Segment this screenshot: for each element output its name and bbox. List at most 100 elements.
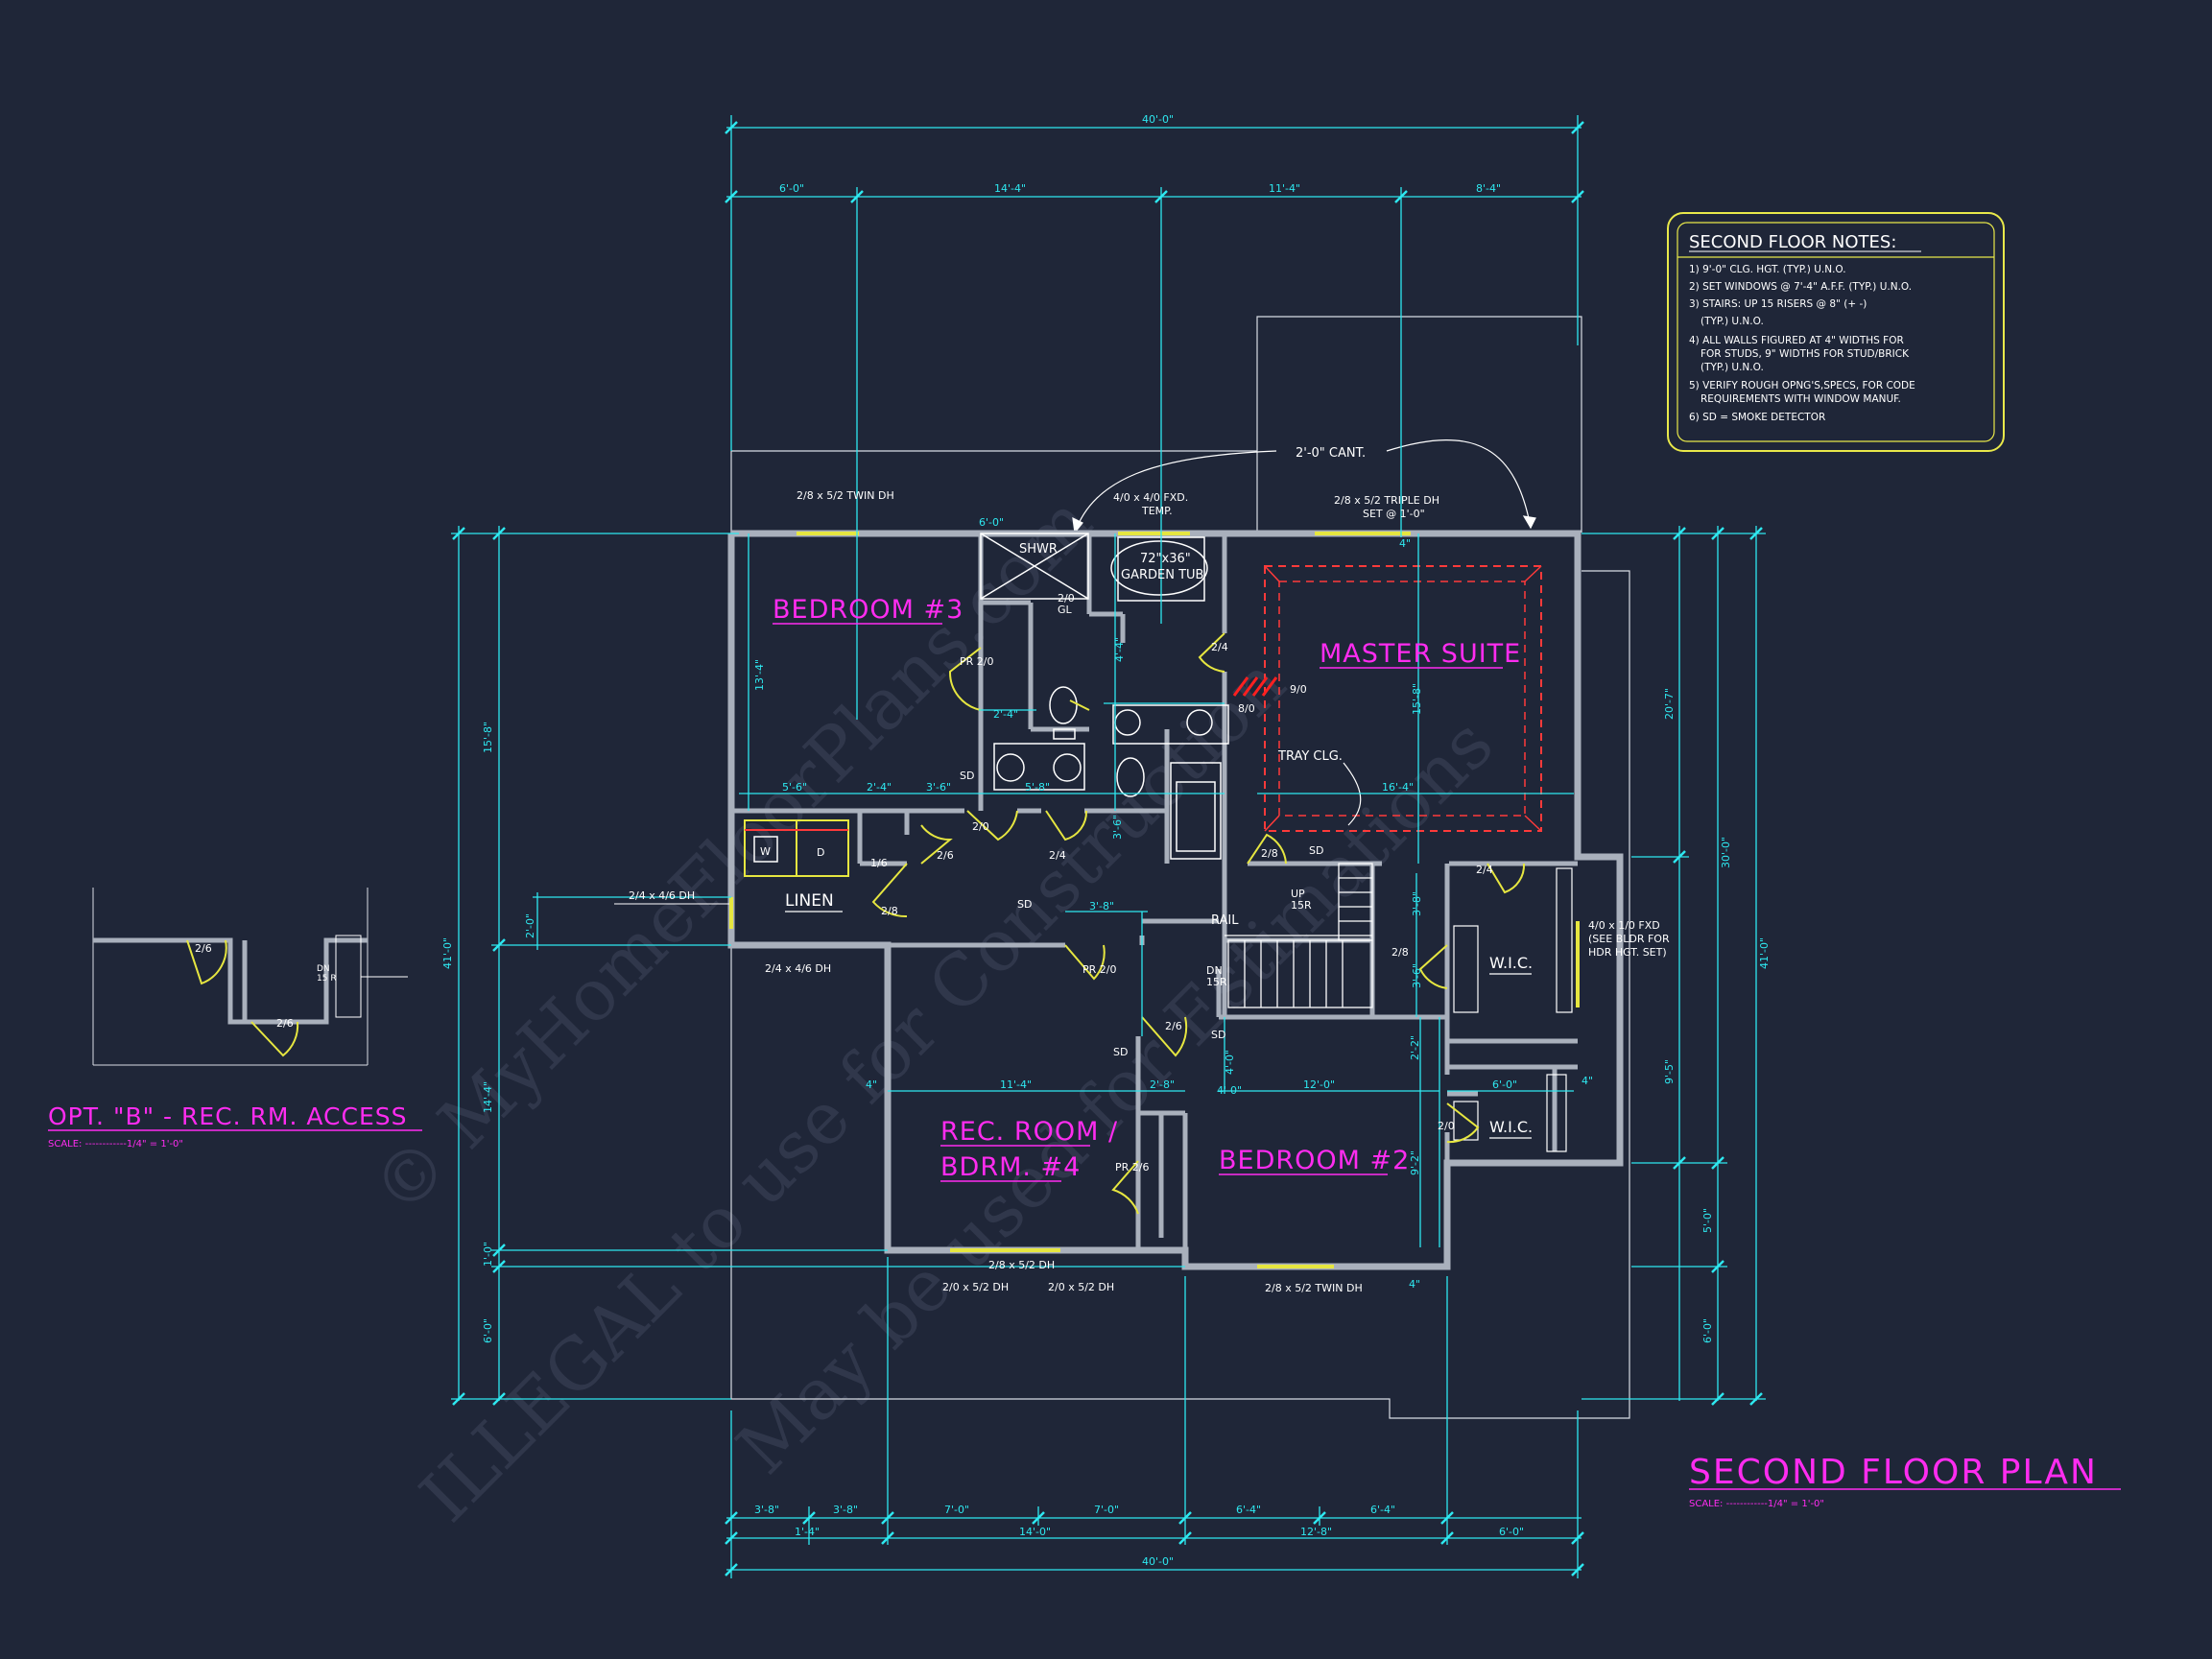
bedroom2-label: BEDROOM #2	[1219, 1146, 1410, 1175]
bot-dim-2: 3'-8"	[833, 1504, 858, 1516]
note-5b: REQUIREMENTS WITH WINDOW MANUF.	[1701, 393, 1901, 405]
sd-3: SD	[960, 770, 974, 782]
dimension-lines	[451, 115, 1766, 1578]
right-dim-1: 20'-7"	[1663, 688, 1676, 720]
int-dim-22: 4"	[1582, 1075, 1593, 1087]
door-26a: 2/6	[937, 849, 954, 862]
laundry-appliances: W D	[744, 819, 849, 877]
overall-bottom-dim: 40'-0"	[1142, 1555, 1174, 1568]
top-dim-4: 8'-4"	[1476, 182, 1501, 195]
int-dim-3: 16'-4"	[1382, 781, 1414, 794]
left-outer-dim: 41'-0"	[441, 937, 454, 969]
door-28c: 2/8	[881, 905, 898, 917]
int-dim-1: 13'-4"	[753, 659, 766, 691]
dimension-ticks	[452, 121, 1763, 1576]
door-20c: 2/0	[1438, 1120, 1455, 1132]
cant-label: 2'-0" CANT.	[1296, 446, 1366, 461]
sd-5: SD	[1211, 1029, 1225, 1041]
win-left: 2/4 x 4/6 DH	[629, 889, 695, 902]
note-5: 5) VERIFY ROUGH OPNG'S,SPECS, FOR CODE	[1689, 380, 1915, 391]
int-dim-7: 5'-8"	[1025, 781, 1050, 794]
int-dim-17: 2'-2"	[1409, 1035, 1421, 1060]
bedroom3-label: BEDROOM #3	[773, 595, 963, 625]
tub-label-1: 72"x36"	[1140, 552, 1191, 566]
rail-label: RAIL	[1211, 913, 1239, 928]
int-dim-11: 3'-6"	[1111, 815, 1124, 840]
closet-shelves	[1453, 867, 1573, 1152]
top-dim-1: 6'-0"	[779, 182, 804, 195]
win-top-mid2: TEMP.	[1141, 505, 1173, 517]
int-dim-23: 4"	[1409, 1278, 1420, 1291]
sd-1: SD	[1017, 898, 1032, 911]
windows	[729, 532, 1580, 1268]
door-80: 8/0	[1238, 702, 1255, 715]
sd-2: SD	[1309, 844, 1323, 857]
win-right2: (SEE BLDR FOR	[1588, 933, 1670, 945]
wic-label-2: W.I.C.	[1489, 1118, 1533, 1136]
rec-room-label-1: REC. ROOM /	[940, 1117, 1118, 1147]
note-6: 6) SD = SMOKE DETECTOR	[1689, 412, 1825, 423]
right-dim-5: 6'-0"	[1701, 1318, 1714, 1343]
dryer-label: D	[817, 846, 824, 859]
int-dim-15: 4'-0"	[1224, 1050, 1236, 1075]
note-4: 4) ALL WALLS FIGURED AT 4" WIDTHS FOR	[1689, 335, 1904, 346]
wic-label-1: W.I.C.	[1489, 954, 1533, 972]
int-dim-19: 3'-8"	[1411, 891, 1423, 916]
stairs	[1225, 863, 1373, 1008]
room-labels: BEDROOM #3 MASTER SUITE REC. ROOM / BDRM…	[773, 595, 1521, 1182]
door-pr-1: PR 2/0	[960, 655, 993, 668]
bot-dim-3: 7'-0"	[944, 1504, 969, 1516]
bot-dim-6: 6'-4"	[1370, 1504, 1395, 1516]
dimension-labels: 40'-0" 40'-0" 6'-0" 14'-4" 11'-4" 8'-4" …	[441, 113, 1771, 1568]
door-20a: 2/0	[972, 820, 989, 833]
window-callouts: 2/8 x 5/2 TWIN DH 4/0 x 4/0 FXD. TEMP. 2…	[629, 489, 1670, 1294]
left-dim-1: 15'-8"	[482, 722, 494, 753]
note-3: 3) STAIRS: UP 15 RISERS @ 8" (+ -)	[1689, 298, 1867, 310]
door-tags: PR 2/0 PR 2/0 PR 2/6 2/4 2/4 2/4 2/0 2/0…	[870, 592, 1493, 1173]
int-dim-26: 4'-0"	[1217, 1084, 1242, 1097]
int-dim-16: 6'-0"	[1492, 1078, 1517, 1091]
top-dim-3: 11'-4"	[1269, 182, 1300, 195]
overall-top-dim: 40'-0"	[1142, 113, 1174, 126]
bot-dim-4: 7'-0"	[1094, 1504, 1119, 1516]
note-4c: (TYP.) U.N.O.	[1701, 362, 1764, 373]
door-pr-3: PR 2/6	[1115, 1161, 1149, 1173]
small-room-labels: LINEN W.I.C. W.I.C. SHWR 72"x36" GARDEN …	[785, 542, 1533, 1136]
door-90: 9/0	[1290, 683, 1307, 696]
win-top-right2: SET @ 1'-0"	[1363, 508, 1425, 520]
tray-ceiling	[1232, 565, 1542, 832]
master-suite-label: MASTER SUITE	[1320, 639, 1521, 669]
int-dim-10: 4'-4"	[1113, 637, 1126, 662]
cant-callout	[1072, 438, 1536, 534]
int-dim-13: 2'-8"	[1150, 1078, 1175, 1091]
win-bot2: 2/0 x 5/2 DH	[942, 1281, 1009, 1293]
tray-label: TRAY CLG.	[1277, 749, 1343, 764]
int-dim-6: 3'-6"	[926, 781, 951, 794]
notes-heading: SECOND FLOOR NOTES:	[1689, 232, 1896, 252]
int-dim-2: 15'-8"	[1411, 683, 1423, 715]
win-top-right: 2/8 x 5/2 TRIPLE DH	[1334, 494, 1439, 507]
win-bot3: 2/0 x 5/2 DH	[1048, 1281, 1114, 1293]
door-28a: 2/8	[1261, 847, 1278, 860]
plan-scale: SCALE: ------------1/4" = 1'-0"	[1689, 1499, 1824, 1509]
note-2: 2) SET WINDOWS @ 7'-4" A.F.F. (TYP.) U.N…	[1689, 281, 1912, 293]
win-left2: 2/4 x 4/6 DH	[765, 962, 831, 975]
door-24a: 2/4	[1211, 641, 1228, 653]
left-dim-3: 1'-0"	[482, 1242, 494, 1267]
int-dim-12: 11'-4"	[1000, 1078, 1032, 1091]
door-pr-2: PR 2/0	[1082, 963, 1116, 976]
int-dim-24: 4"	[1399, 537, 1411, 550]
door-24c: 2/4	[1476, 864, 1493, 876]
rec-room-label-2: BDRM. #4	[940, 1152, 1081, 1182]
notes-box: SECOND FLOOR NOTES: 1) 9'-0" CLG. HGT. (…	[1667, 212, 2005, 452]
option-title: OPT. "B" - REC. RM. ACCESS	[48, 1102, 407, 1130]
right-dim-2: 30'-0"	[1720, 837, 1732, 868]
int-dim-20: 3'-6"	[1411, 963, 1423, 988]
option-scale: SCALE: ------------1/4" = 1'-0"	[48, 1139, 183, 1149]
int-dim-14: 12'-0"	[1303, 1078, 1335, 1091]
bot2-dim-1: 1'-4"	[795, 1526, 820, 1538]
